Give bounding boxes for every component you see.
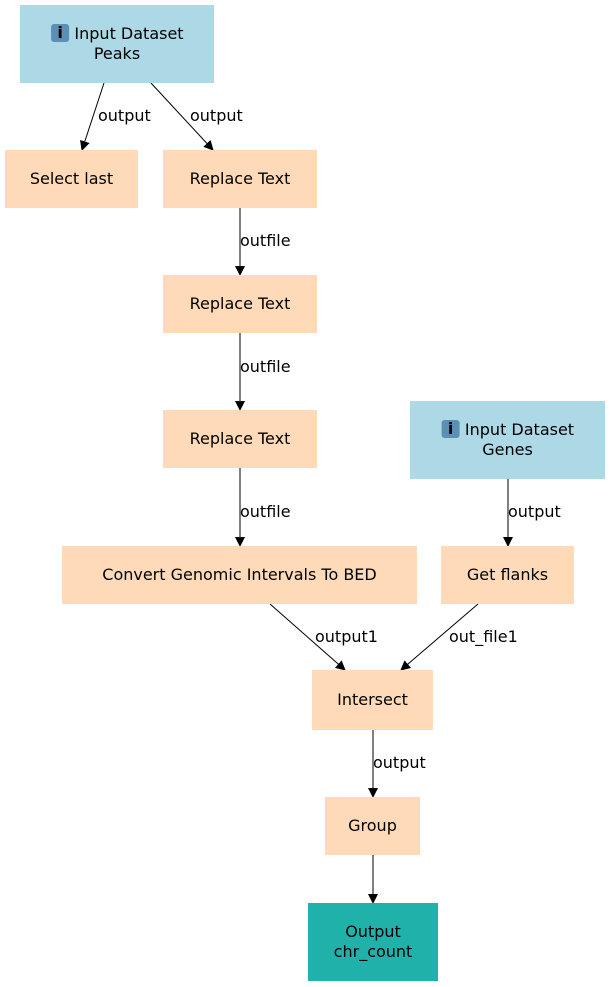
node-get-flanks[interactable]: Get flanks [441, 546, 574, 604]
info-icon: i [441, 419, 460, 438]
node-label-line: Genes [482, 440, 533, 459]
node-replace-text-3[interactable]: Replace Text [163, 410, 317, 468]
edge-replace_text_1-to-replace_text_2: outfile [235, 208, 291, 276]
node-box [308, 903, 438, 981]
node-replace-text-2[interactable]: Replace Text [163, 275, 317, 333]
svg-text:i: i [448, 419, 453, 438]
node-box [325, 797, 420, 855]
edge-arrow [150, 82, 214, 151]
edge-label: output [190, 106, 243, 125]
node-replace-text-1[interactable]: Replace Text [163, 150, 317, 208]
edge-genes-to-get_flanks: output [503, 479, 561, 547]
node-label-line: Replace Text [190, 429, 291, 448]
node-label-line: Select last [30, 169, 113, 188]
edge-replace_text_3-to-convert_bed: outfile [235, 468, 291, 547]
node-label-line: chr_count [334, 942, 413, 962]
node-box [163, 150, 317, 208]
node-convert-bed[interactable]: Convert Genomic Intervals To BED [62, 546, 417, 604]
edge-convert_bed-to-intersect: output1 [269, 603, 378, 671]
edge-label: output [508, 502, 561, 521]
edge-label: out_file1 [449, 627, 518, 647]
edge-arrow [269, 603, 346, 671]
node-label-line: Input Dataset [465, 420, 574, 439]
edge-replace_text_2-to-replace_text_3: outfile [235, 333, 291, 411]
edge-label: output [373, 753, 426, 772]
node-intersect[interactable]: Intersect [312, 670, 433, 730]
node-box [20, 5, 214, 83]
edge-peaks-to-replace_text_1: output [150, 82, 243, 151]
node-label-line: Input Dataset [74, 24, 183, 43]
edge-label: outfile [240, 357, 291, 376]
node-select-last[interactable]: Select last [5, 150, 138, 208]
edge-label: outfile [240, 502, 291, 521]
node-label-line: Group [348, 816, 397, 835]
edge-peaks-to-select_last: output [80, 82, 151, 151]
node-box [62, 546, 417, 604]
node-label-line: Output [345, 922, 401, 941]
node-label-line: Intersect [337, 690, 408, 709]
node-box [410, 401, 605, 479]
node-label-line: Replace Text [190, 169, 291, 188]
node-box [312, 670, 433, 730]
node-label-line: Convert Genomic Intervals To BED [102, 565, 376, 584]
node-label-line: Get flanks [467, 565, 548, 584]
edge-intersect-to-group: output [368, 730, 426, 798]
edge-arrow [400, 603, 479, 671]
svg-text:i: i [57, 23, 62, 42]
edge-arrow [80, 82, 105, 151]
edge-get_flanks-to-intersect: out_file1 [400, 603, 518, 671]
info-icon: i [51, 23, 70, 42]
node-label-line: Replace Text [190, 294, 291, 313]
node-group[interactable]: Group [325, 797, 420, 855]
edges-layer: output output outfile outfile outfile output o… [80, 82, 561, 904]
node-label-line: Peaks [94, 44, 140, 63]
node-box [163, 410, 317, 468]
edge-label: output [98, 106, 151, 125]
edge-label: output1 [315, 627, 378, 646]
edge-label: outfile [240, 231, 291, 250]
node-box [441, 546, 574, 604]
node-box [5, 150, 138, 208]
node-box [163, 275, 317, 333]
